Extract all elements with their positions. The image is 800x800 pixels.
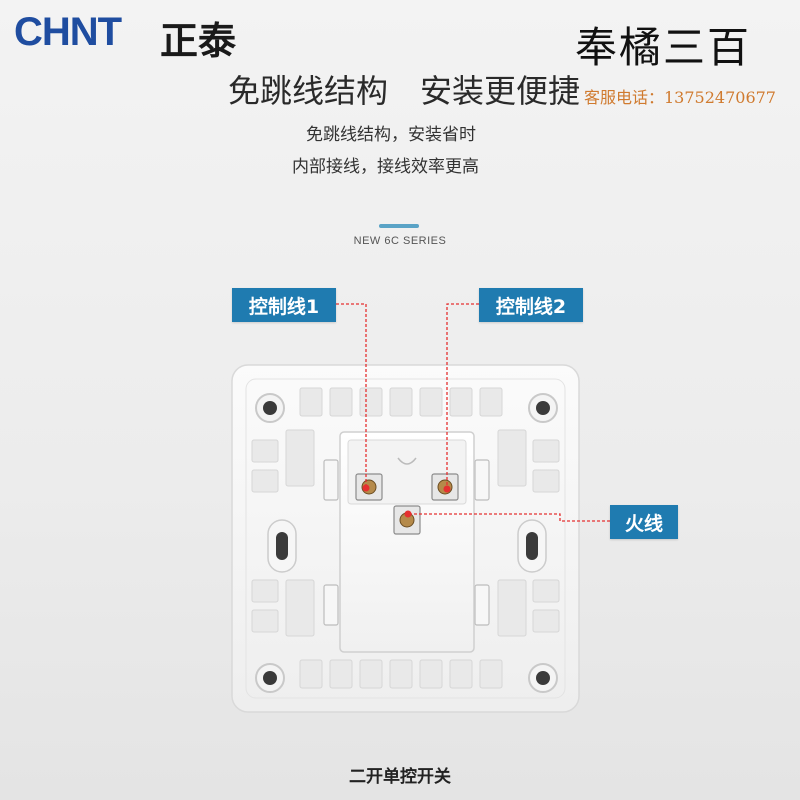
screw-holes [255,393,558,693]
series-accent-bar [379,224,419,228]
product-caption: 二开单控开关 [349,767,451,787]
service-phone: 客服电话：13752470677 [584,88,776,107]
store-name: 奉橘三百 [575,23,752,72]
pointer-dots [362,484,451,518]
label-control-wire-1: 控制线1 [232,288,336,322]
mounting-slots [267,519,547,573]
leader-lines [336,303,610,522]
label-live-wire: 火线 [610,505,678,539]
description-line-2: 内部接线，接线效率更高 [292,157,479,177]
headline: 免跳线结构 安装更便捷 [228,72,581,110]
description-line-1: 免跳线结构，安装省时 [306,125,476,145]
side-clips [323,459,490,626]
brand-logo: CHNT [14,10,122,54]
terminals [355,473,459,535]
series-label: NEW 6C SERIES [353,235,447,247]
label-control-wire-2: 控制线2 [479,288,583,322]
plate-ribs [251,387,560,689]
brand-name: 正泰 [160,19,237,63]
